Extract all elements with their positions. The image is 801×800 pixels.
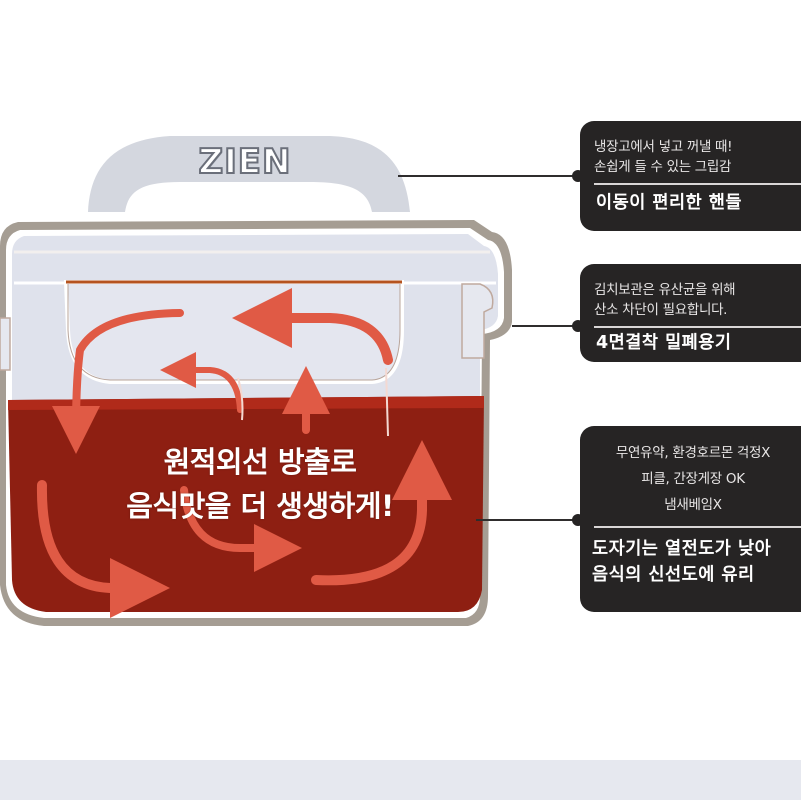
connector-lid [512, 325, 582, 327]
center-headline: 원적외선 방출로 음식맛을 더 생생하게! [70, 440, 450, 528]
callout-body-sub-2: 피클, 간장게장 OK [641, 471, 745, 487]
callout-body: 무연유약, 환경호르몬 걱정X 피클, 간장게장 OK 냄새베임X 도자기는 열… [580, 426, 801, 612]
bottom-band [0, 760, 801, 800]
callout-lid-sub-1: 김치보관은 유산균을 위해 [594, 282, 736, 298]
brand-logo: ZIEN [198, 141, 292, 183]
callout-body-title-2: 음식의 신선도에 유리 [592, 565, 755, 585]
callout-handle-sub-1: 냉장고에서 넣고 꺼낼 때! [594, 139, 733, 155]
callout-lid-title: 4면결착 밀폐용기 [596, 333, 732, 353]
callout-lid-sub-2: 산소 차단이 필요합니다. [594, 302, 728, 318]
callout-handle-title: 이동이 편리한 핸들 [596, 193, 742, 213]
callout-body-sub-1: 무연유약, 환경호르몬 걱정X [615, 445, 771, 461]
callout-divider [594, 526, 801, 528]
callout-body-sub-3: 냄새베임X [664, 497, 722, 513]
headline-line-2: 음식맛을 더 생생하게! [126, 489, 394, 523]
connector-handle [398, 175, 582, 177]
callout-handle: 냉장고에서 넣고 꺼낼 때! 손쉽게 들 수 있는 그립감 이동이 편리한 핸들 [580, 121, 801, 231]
callout-divider [594, 326, 801, 328]
handle-shape [88, 136, 410, 212]
headline-line-1: 원적외선 방출로 [163, 445, 357, 479]
connector-body [476, 519, 582, 521]
callout-divider [594, 183, 801, 185]
callout-handle-sub-2: 손쉽게 들 수 있는 그립감 [594, 159, 732, 175]
callout-body-title-1: 도자기는 열전도가 낮아 [592, 539, 772, 559]
callout-lid: 김치보관은 유산균을 위해 산소 차단이 필요합니다. 4면결착 밀폐용기 [580, 264, 801, 362]
